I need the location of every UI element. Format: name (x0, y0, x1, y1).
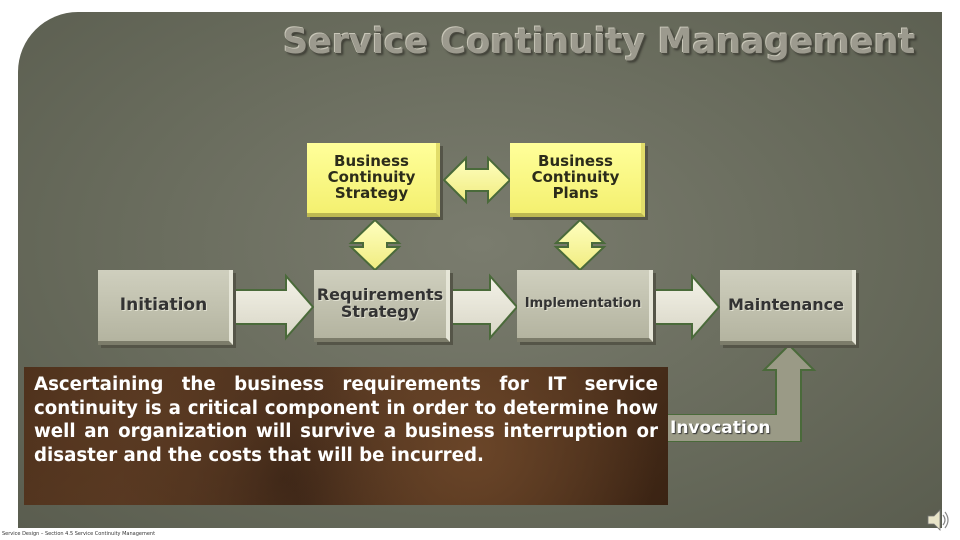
business-continuity-plans-label: Business Continuity Plans (531, 152, 620, 202)
implementation-label: Implementation (524, 296, 642, 312)
double-arrow-strategy-plans (442, 155, 512, 205)
initiation-box: Initiation (98, 270, 233, 345)
requirements-strategy-label: Requirements Strategy (316, 285, 444, 321)
business-continuity-plans-box: Business Continuity Plans (510, 143, 645, 217)
maintenance-box: Maintenance (720, 270, 856, 345)
requirements-strategy-box: Requirements Strategy (314, 270, 450, 342)
speaker-icon[interactable] (927, 509, 949, 531)
double-arrow-plans-implementation (553, 218, 607, 272)
initiation-label: Initiation (119, 294, 208, 315)
arrow-initiation-to-requirements (233, 273, 315, 341)
arrow-implementation-to-maintenance (652, 273, 721, 341)
maintenance-label: Maintenance (727, 295, 844, 315)
implementation-box: Implementation (517, 270, 653, 342)
slide-title: Service Continuity Management (283, 22, 916, 62)
double-arrow-strategy-requirements (348, 218, 402, 272)
business-continuity-strategy-label: Business Continuity Strategy (327, 152, 416, 202)
arrow-requirements-to-implementation (449, 273, 519, 341)
business-continuity-strategy-box: Business Continuity Strategy (307, 143, 440, 217)
invocation-label: Invocation (668, 415, 800, 441)
caption-text: Ascertaining the business requirements f… (34, 374, 658, 466)
footer-text: Service Design – Section 4.5 Service Con… (2, 531, 156, 537)
caption-box: Ascertaining the business requirements f… (24, 367, 668, 505)
